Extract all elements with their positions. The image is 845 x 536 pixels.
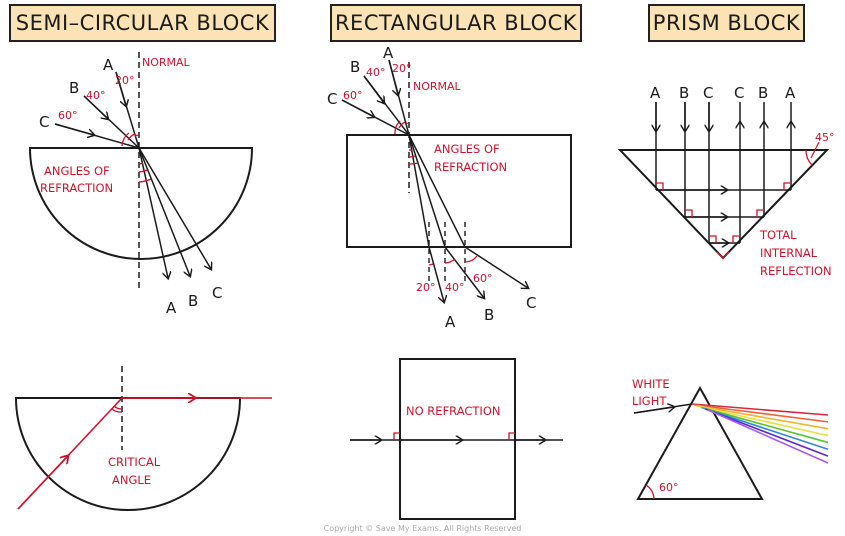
ray-a-label: A [383, 44, 394, 62]
ray-b-in-block [408, 134, 446, 248]
exit-angle-60-label: 60° [473, 272, 493, 285]
spectrum-ray [707, 409, 829, 464]
ray-c-label: C [39, 113, 49, 131]
ray-b-label: B [350, 58, 360, 76]
out-a-label: A [166, 299, 177, 317]
prism-bottom-panel: WHITE LIGHT 60° [632, 377, 829, 500]
angle-45-pointer [810, 141, 820, 159]
spectrum-ray [698, 405, 829, 437]
rectangular-block-bottom [399, 358, 516, 520]
title-rectangular-block: RECTANGULAR BLOCK [330, 4, 582, 42]
spectrum-rays [691, 403, 829, 464]
tir-label-line2: INTERNAL [760, 246, 818, 260]
white-light-arrow [633, 407, 674, 414]
in-c-label: C [703, 84, 713, 102]
refraction-label-line2: REFRACTION [434, 160, 507, 174]
ray-a-arrow [388, 59, 398, 95]
ray-c-arrow [54, 123, 94, 135]
white-light-line2: LIGHT [632, 394, 667, 408]
angle-45-arc [805, 149, 813, 166]
critical-label-line2: ANGLE [112, 473, 151, 487]
angle-20-label: 20° [392, 62, 412, 75]
rect-incident-arcs [394, 120, 410, 135]
angle-60-label: 60° [58, 109, 78, 122]
angle-60-arc [645, 484, 655, 500]
title-prism-block: PRISM BLOCK [648, 4, 805, 42]
in-a-label: A [650, 84, 661, 102]
out-b-label: B [188, 292, 198, 310]
ray-c-refracted [138, 147, 211, 269]
critical-label-line1: CRITICAL [108, 455, 161, 469]
ray-a-label: A [103, 56, 114, 74]
out-b-label: B [484, 306, 494, 324]
angle-60-label: 60° [343, 89, 363, 102]
rect-exit-arcs [428, 255, 478, 266]
tir-label-line1: TOTAL [759, 228, 797, 242]
angle-60-label: 60° [659, 481, 679, 494]
title-semi-circular-block: SEMI–CIRCULAR BLOCK [9, 4, 276, 42]
rectangular-block [346, 134, 572, 248]
angle-20-label: 20° [115, 74, 135, 87]
ray-a-emergent [428, 246, 444, 302]
ray-c-label: C [327, 90, 337, 108]
semi-circular-block-bottom [14, 397, 242, 511]
normal-label: NORMAL [142, 56, 191, 69]
prism-top-panel: A B C C B A 45° TOTAL INTERNAL REFLECTIO… [617, 84, 835, 278]
angle-45-label: 45° [815, 131, 835, 144]
spectrum-ray [705, 408, 829, 457]
incident-ray-arrow [17, 456, 68, 510]
ray-b-arrow [83, 95, 108, 119]
ray-a-refracted [138, 147, 168, 278]
ray-b-emergent [444, 246, 484, 298]
right-angle-prism [617, 149, 830, 260]
rect-refraction-arcs [408, 149, 419, 165]
out-a-label: A [785, 84, 796, 102]
no-refraction-label: NO REFRACTION [406, 404, 500, 418]
exit-angle-40-label: 40° [445, 281, 465, 294]
out-c-label: C [734, 84, 744, 102]
copyright-text: Copyright © Save My Exams. All Rights Re… [323, 524, 522, 533]
ray-a-arrow [115, 71, 126, 106]
angle-40-label: 40° [86, 89, 106, 102]
refraction-label-line2: REFRACTION [40, 181, 113, 195]
ray-c-emergent [464, 246, 528, 288]
refraction-label-line1: ANGLES OF [434, 142, 500, 156]
spectrum-ray [696, 404, 829, 430]
rect-bottom-panel: NO REFRACTION [350, 358, 563, 520]
semi-circular-block [28, 147, 254, 260]
out-c-label: C [212, 284, 222, 302]
critical-angle-arc [111, 405, 123, 413]
in-b-label: B [679, 84, 689, 102]
semi-top-panel: NORMAL A B C 20° 40° 60° ANGLES OF REFRA… [28, 52, 254, 317]
out-a-label: A [445, 313, 456, 331]
spectrum-ray [703, 407, 829, 451]
tir-label-line3: REFLECTION [760, 264, 832, 278]
right-angle-marks [656, 182, 791, 259]
out-c-label: C [526, 294, 536, 312]
semi-bottom-panel: CRITICAL ANGLE [14, 366, 272, 511]
incident-angle-arcs [121, 132, 140, 147]
spectrum-ray [700, 406, 829, 444]
rect-top-panel: A B C 20° 40° 60° NORMAL ANGLES OF REFRA… [327, 44, 572, 331]
exit-angle-20-label: 20° [416, 281, 436, 294]
white-light-line1: WHITE [632, 377, 670, 391]
triangular-prism [636, 385, 764, 500]
ray-c-arrow [341, 99, 374, 117]
out-b-label: B [758, 84, 768, 102]
ray-b-arrow [363, 75, 384, 103]
refraction-angle-arcs [138, 162, 152, 183]
right-angle-marks-bottom [393, 432, 515, 440]
ray-b-refracted [138, 147, 190, 276]
angle-40-label: 40° [366, 66, 386, 79]
ray-b-label: B [69, 79, 79, 97]
spectrum-ray [694, 404, 829, 423]
ray-a-in-block [408, 134, 430, 248]
refraction-label-line1: ANGLES OF [44, 164, 110, 178]
normal-label: NORMAL [413, 80, 462, 93]
ray-c-in-block [408, 134, 466, 248]
spectrum-ray [691, 403, 829, 416]
